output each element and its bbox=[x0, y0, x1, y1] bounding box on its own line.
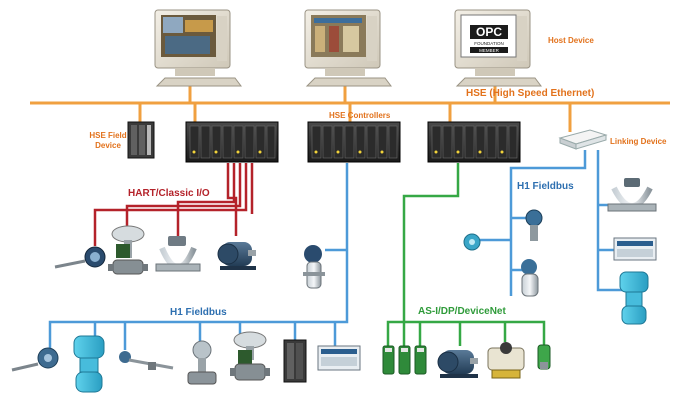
hse-controllers-label: HSE Controllers bbox=[329, 111, 391, 120]
hart-bus bbox=[93, 163, 254, 246]
svg-text:MEMBER: MEMBER bbox=[479, 48, 500, 53]
motor-icon bbox=[217, 242, 256, 270]
transmitter-icon bbox=[525, 209, 543, 241]
flowmeter-icon bbox=[521, 259, 539, 297]
h1-bus-right bbox=[480, 150, 622, 296]
computer-icon bbox=[154, 9, 242, 87]
hart-classic-io-label: HART/Classic I/O bbox=[128, 188, 210, 199]
transmitter-icon bbox=[54, 246, 106, 269]
transmitter-icon bbox=[73, 335, 105, 393]
flowmeter-icon bbox=[155, 236, 201, 272]
valve-icon bbox=[187, 340, 217, 385]
h1-fieldbus-right-label: H1 Fieldbus bbox=[517, 181, 574, 192]
sensor-icon bbox=[463, 233, 481, 251]
svg-text:FOUNDATION: FOUNDATION bbox=[474, 41, 503, 46]
io-module-icon bbox=[382, 345, 395, 375]
flowmeter-icon bbox=[303, 245, 325, 289]
io-module-icon bbox=[127, 121, 155, 159]
host-device-label: Host Device bbox=[548, 36, 594, 45]
sensor-icon bbox=[119, 351, 174, 370]
io-module-icon bbox=[398, 345, 411, 375]
linking-device-icon bbox=[558, 129, 608, 150]
io-module-icon bbox=[414, 345, 427, 375]
h1-bus-bottom bbox=[48, 163, 349, 350]
io-module-icon bbox=[283, 339, 307, 383]
sensor-icon bbox=[537, 344, 551, 370]
opc-logo: OPC FOUNDATION MEMBER bbox=[470, 25, 508, 53]
valve-icon bbox=[108, 225, 148, 275]
asi-bus bbox=[386, 163, 546, 346]
asi-dp-devicenet-label: AS-I/DP/DeviceNet bbox=[418, 306, 506, 317]
transmitter-icon bbox=[11, 347, 59, 372]
motor-icon bbox=[437, 350, 478, 378]
display-unit-icon bbox=[317, 345, 361, 371]
transmitter-icon bbox=[619, 271, 649, 325]
controller-rack-icon bbox=[307, 121, 401, 163]
h1-fieldbus-bottom-label: H1 Fieldbus bbox=[170, 307, 227, 318]
hse-label: HSE (High Speed Ethernet) bbox=[466, 88, 594, 99]
svg-text:OPC: OPC bbox=[476, 25, 502, 39]
valve-icon bbox=[487, 342, 525, 379]
display-unit-icon bbox=[613, 237, 657, 261]
computer-icon bbox=[304, 9, 392, 87]
flowmeter-icon bbox=[607, 178, 657, 212]
controller-rack-icon bbox=[427, 121, 521, 163]
controller-rack-icon bbox=[185, 121, 279, 163]
linking-device-label: Linking Device bbox=[610, 137, 667, 146]
valve-icon bbox=[230, 331, 270, 381]
